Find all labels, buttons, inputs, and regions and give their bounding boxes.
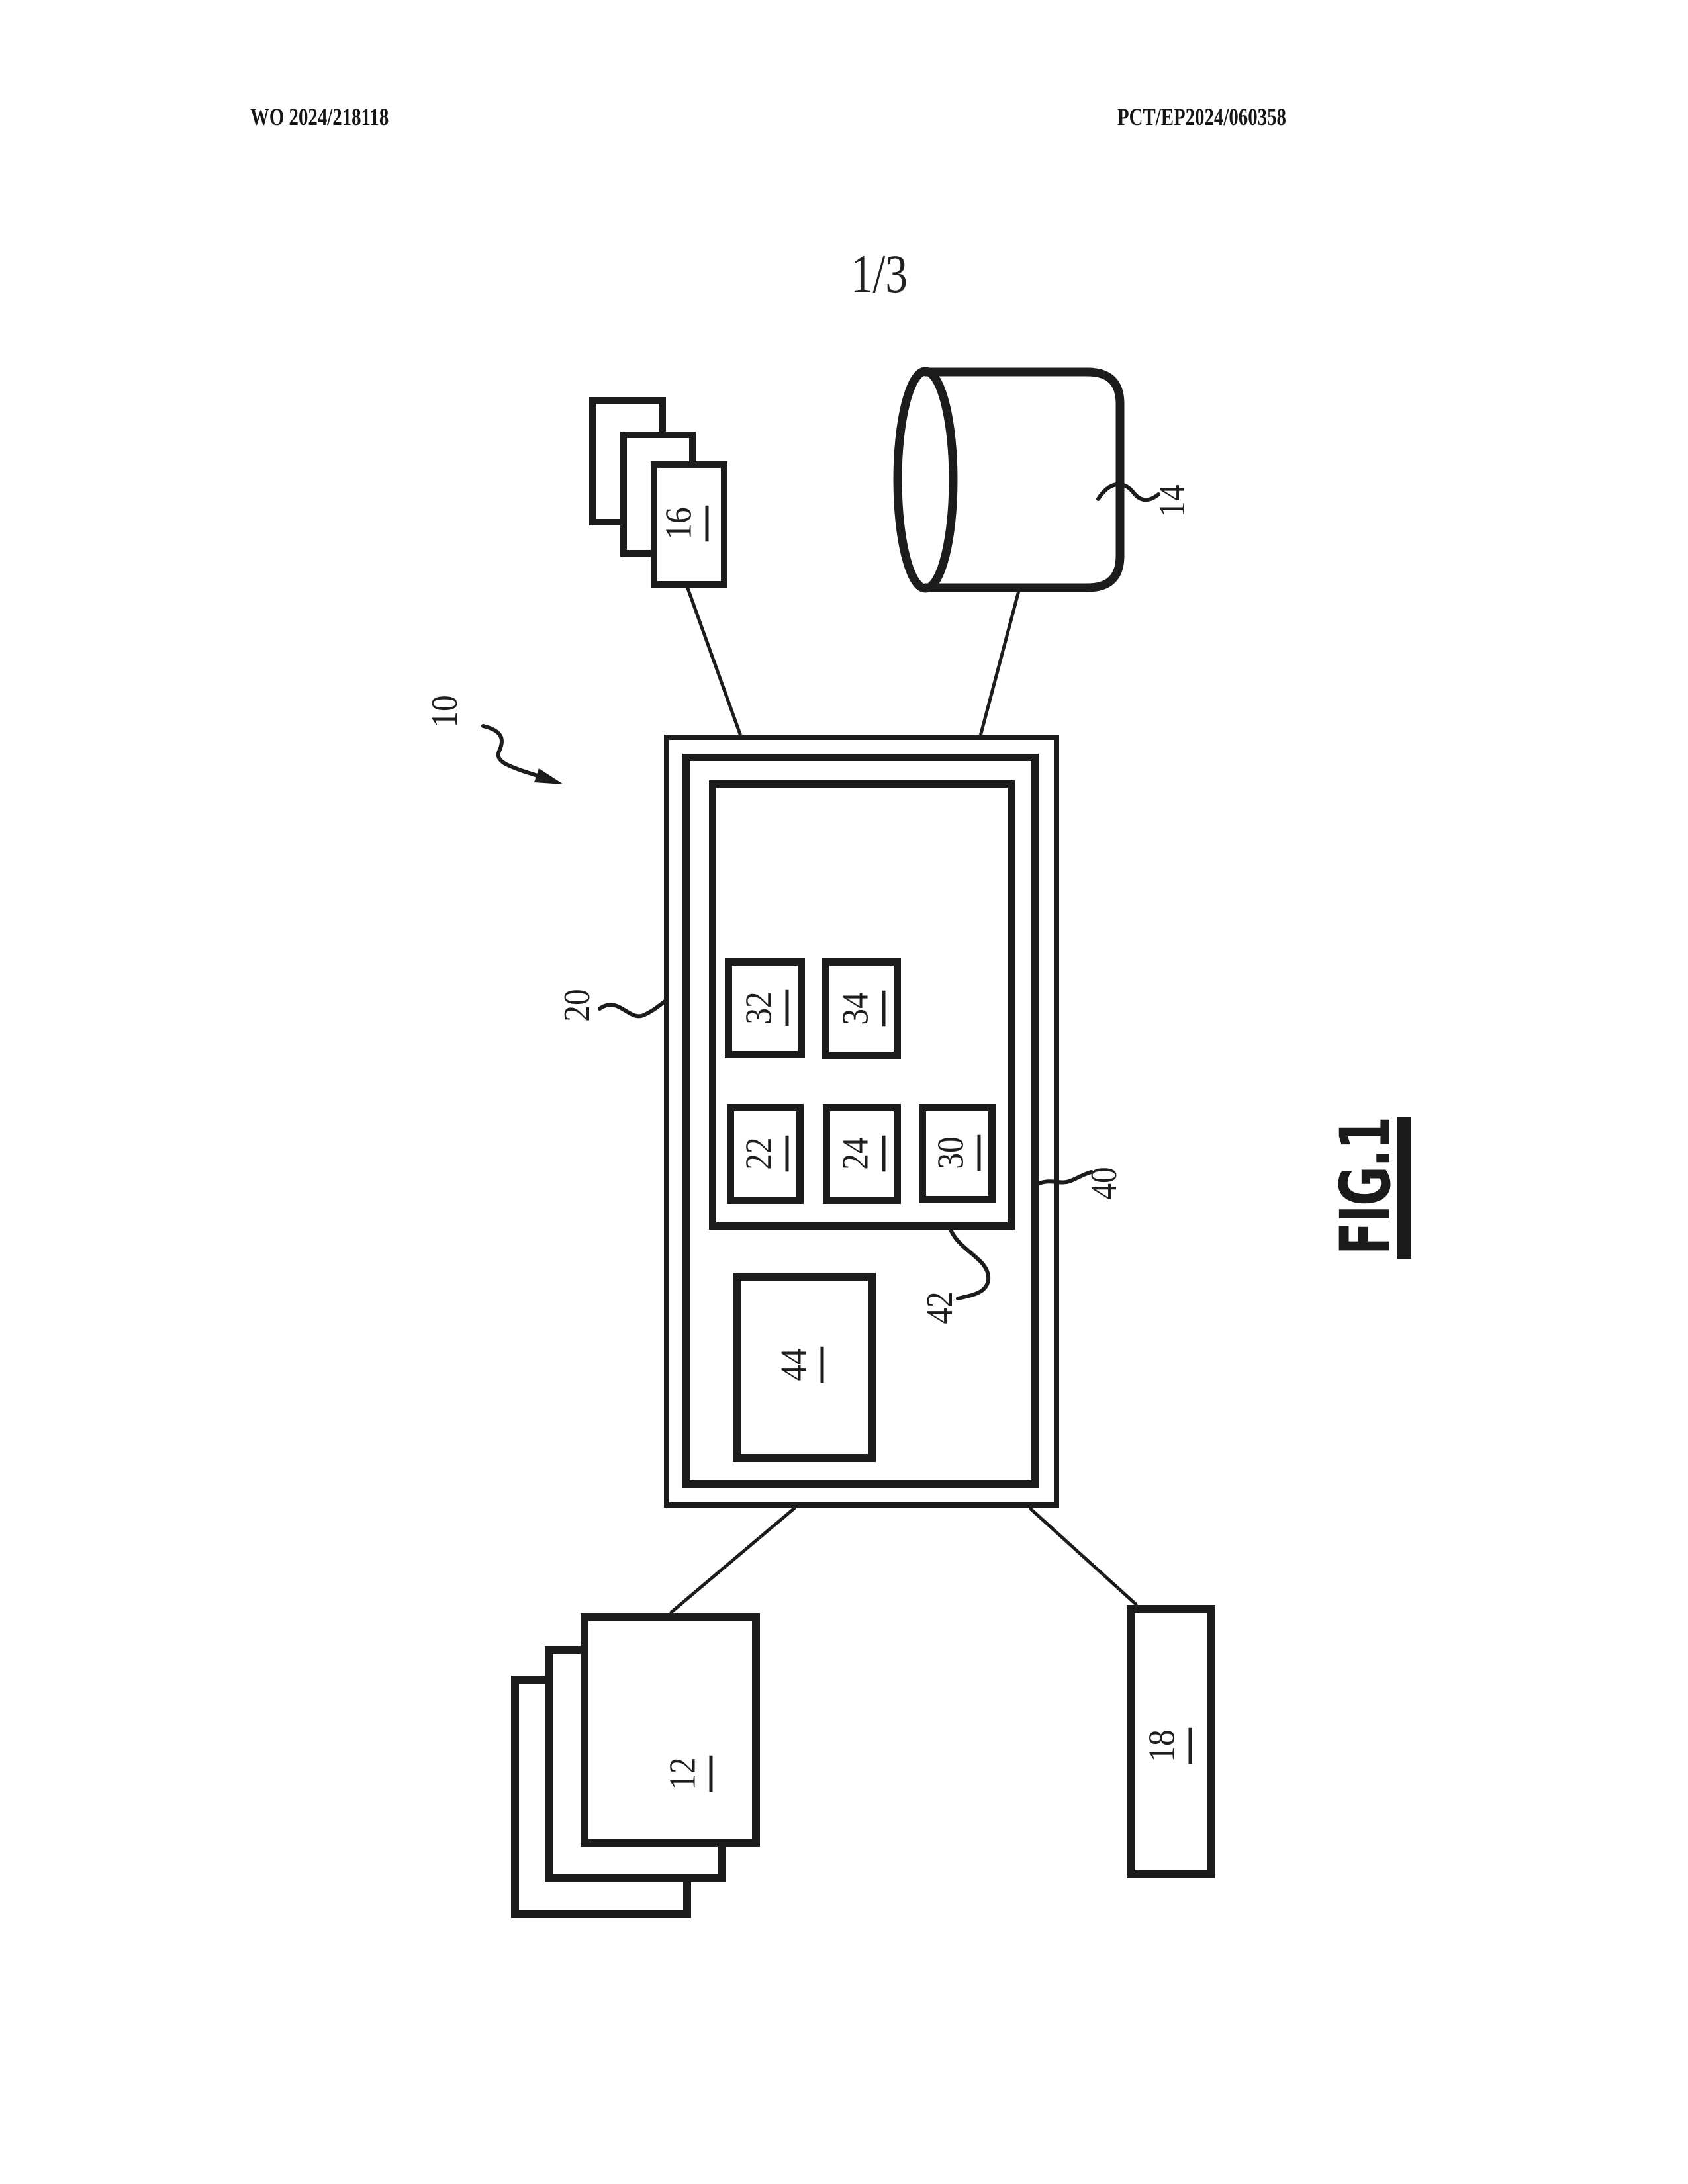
ref-label-34: 34 (835, 990, 886, 1027)
ref-label-24: 24 (835, 1135, 886, 1172)
ref-label-18: 18 (1142, 1727, 1192, 1764)
unit-22-box (727, 1104, 804, 1204)
ref-label-12: 12 (663, 1755, 713, 1792)
connector-system-to-18 (1029, 1507, 1138, 1606)
publication-number: WO 2024/218118 (250, 104, 389, 131)
ref-label-42: 42 (919, 1291, 961, 1324)
document-stack-front (581, 1613, 760, 1847)
unit-34-box (822, 958, 901, 1059)
ref-label-30: 30 (931, 1134, 981, 1171)
ref-label-40: 40 (1084, 1167, 1125, 1200)
connector-system-to-12 (669, 1506, 796, 1614)
ref-label-10: 10 (424, 695, 465, 728)
ref-label-32: 32 (739, 989, 789, 1026)
module-group-box (709, 780, 1015, 1230)
system-outer-box (664, 735, 1059, 1508)
ref-label-16: 16 (659, 505, 709, 542)
sheet-number: 1/3 (851, 244, 908, 304)
unit-30-box (919, 1104, 996, 1203)
unit-24-box (823, 1104, 901, 1204)
database-cylinder-end (893, 367, 958, 593)
leader-40 (1036, 1170, 1094, 1186)
arrow-10-shaft (481, 724, 543, 779)
output-device-box (1127, 1605, 1215, 1878)
arrow-10-head-icon (534, 768, 563, 784)
figure-caption: FIG.1 (1325, 1117, 1406, 1255)
connector-14-to-system (978, 586, 1021, 738)
computing-unit-box (682, 754, 1039, 1488)
ref-label-20: 20 (557, 989, 598, 1022)
unit-32-box (725, 958, 805, 1058)
application-number: PCT/EP2024/060358 (1117, 104, 1286, 131)
ref-label-22: 22 (739, 1135, 789, 1172)
ref-label-44: 44 (774, 1346, 824, 1383)
database-cylinder-body (921, 367, 1125, 592)
image-stack-front (651, 461, 727, 588)
ref-label-14: 14 (1152, 484, 1193, 518)
figure-caption-underline (1397, 1117, 1411, 1259)
leader-14 (1096, 482, 1160, 502)
leader-20 (598, 999, 668, 1019)
connector-16-to-system (686, 586, 743, 738)
memory-box (733, 1273, 876, 1462)
leader-42 (949, 1229, 991, 1300)
